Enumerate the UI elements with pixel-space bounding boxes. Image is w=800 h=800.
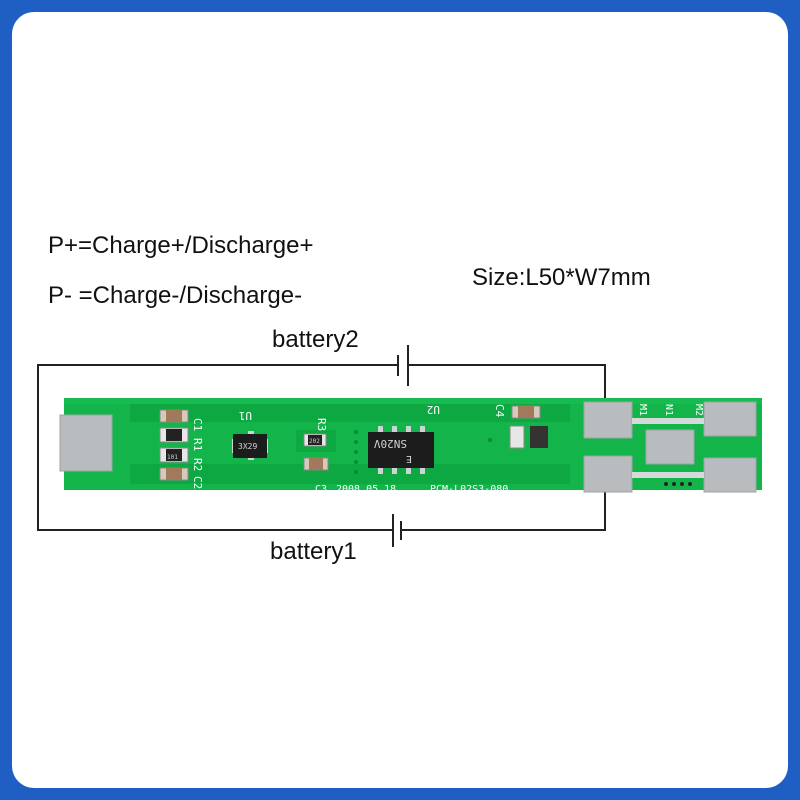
silk-r3: R3 xyxy=(315,418,328,431)
silk-c3: C3 xyxy=(315,484,327,495)
size-label: Size:L50*W7mm xyxy=(472,264,651,291)
battery1-wire-right xyxy=(401,490,606,531)
board-traces xyxy=(130,404,570,484)
p-plus-label: P+=Charge+/Discharge+ xyxy=(48,232,314,259)
r2-chip-mark: 101 xyxy=(167,454,178,461)
c4-components xyxy=(509,405,548,449)
battery2-label: battery2 xyxy=(272,326,359,353)
u1-chip-mark: 3X29 xyxy=(238,442,257,451)
pad-b-minus xyxy=(59,414,113,472)
battery2-symbol xyxy=(397,345,409,386)
battery1-label: battery1 xyxy=(270,538,357,565)
battery2-wire-right xyxy=(408,364,606,400)
silk-u1: U1 xyxy=(239,409,252,422)
left-silkscreen: C1 R1 R2 C2 xyxy=(191,418,204,489)
trace-bottom xyxy=(632,472,704,478)
silk-r1: R1 xyxy=(191,438,204,451)
battery1-symbol xyxy=(392,514,402,547)
silk-m1: M1 xyxy=(637,404,648,416)
battery2-wire-left xyxy=(37,364,398,440)
board-highlight xyxy=(64,398,762,404)
silk-u2: U2 xyxy=(427,403,440,416)
silk-board-code: PCM-L02S3-080 xyxy=(430,484,508,495)
pad-right-top xyxy=(703,401,757,437)
silk-c2: C2 xyxy=(191,476,204,489)
u1-chip xyxy=(232,431,268,460)
pad-p-minus xyxy=(583,455,633,493)
silk-n1: N1 xyxy=(663,404,674,416)
left-components xyxy=(159,409,189,481)
u2-chip-mark-bottom: E xyxy=(406,453,412,464)
silk-date-code: 2008.05.18 xyxy=(336,484,396,495)
silk-m2: M2 xyxy=(693,404,704,416)
u2-chip-mark-top: SN20V xyxy=(374,437,407,450)
battery1-wire-left xyxy=(37,440,393,531)
r3-chip-mark: 202 xyxy=(309,438,320,445)
p-minus-label: P- =Charge-/Discharge- xyxy=(48,282,303,309)
u2-chip xyxy=(368,426,434,474)
silk-r2: R2 xyxy=(191,458,204,471)
pad-center xyxy=(645,429,695,465)
r3-component xyxy=(303,433,329,471)
silk-c1: C1 xyxy=(191,418,204,431)
trace-top xyxy=(632,418,704,424)
vias xyxy=(354,430,692,486)
wiring xyxy=(37,364,606,531)
silk-c4: C4 xyxy=(493,404,506,418)
right-silkscreen: M1 N1 M2 xyxy=(637,404,704,416)
pad-right-bottom xyxy=(703,457,757,493)
pad-p-plus xyxy=(583,401,633,439)
